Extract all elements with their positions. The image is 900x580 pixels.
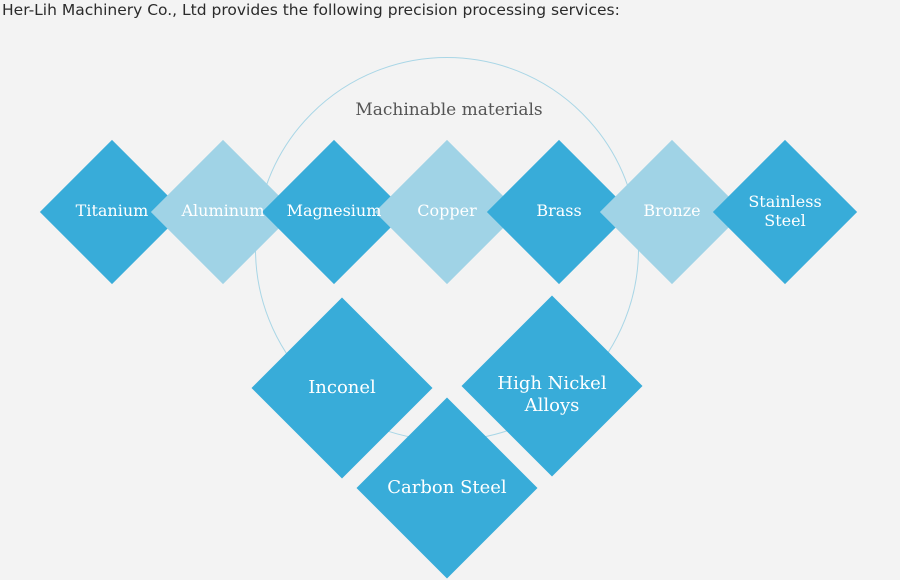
intro-text: Her-Lih Machinery Co., Ltd provides the … — [2, 1, 620, 19]
label-aluminum: Aluminum — [181, 201, 265, 221]
label-inconel: Inconel — [308, 377, 376, 399]
label-magnesium: Magnesium — [286, 201, 382, 221]
label-copper: Copper — [417, 201, 477, 221]
diagram-title: Machinable materials — [355, 100, 543, 120]
label-titanium: Titanium — [75, 201, 149, 221]
label-carbon-steel: Carbon Steel — [387, 477, 507, 499]
label-brass: Brass — [536, 201, 582, 221]
label-high-nickel-alloys: High Nickel Alloys — [497, 373, 607, 416]
label-bronze: Bronze — [643, 201, 701, 221]
label-stainless-steel: Stainless Steel — [748, 191, 822, 230]
